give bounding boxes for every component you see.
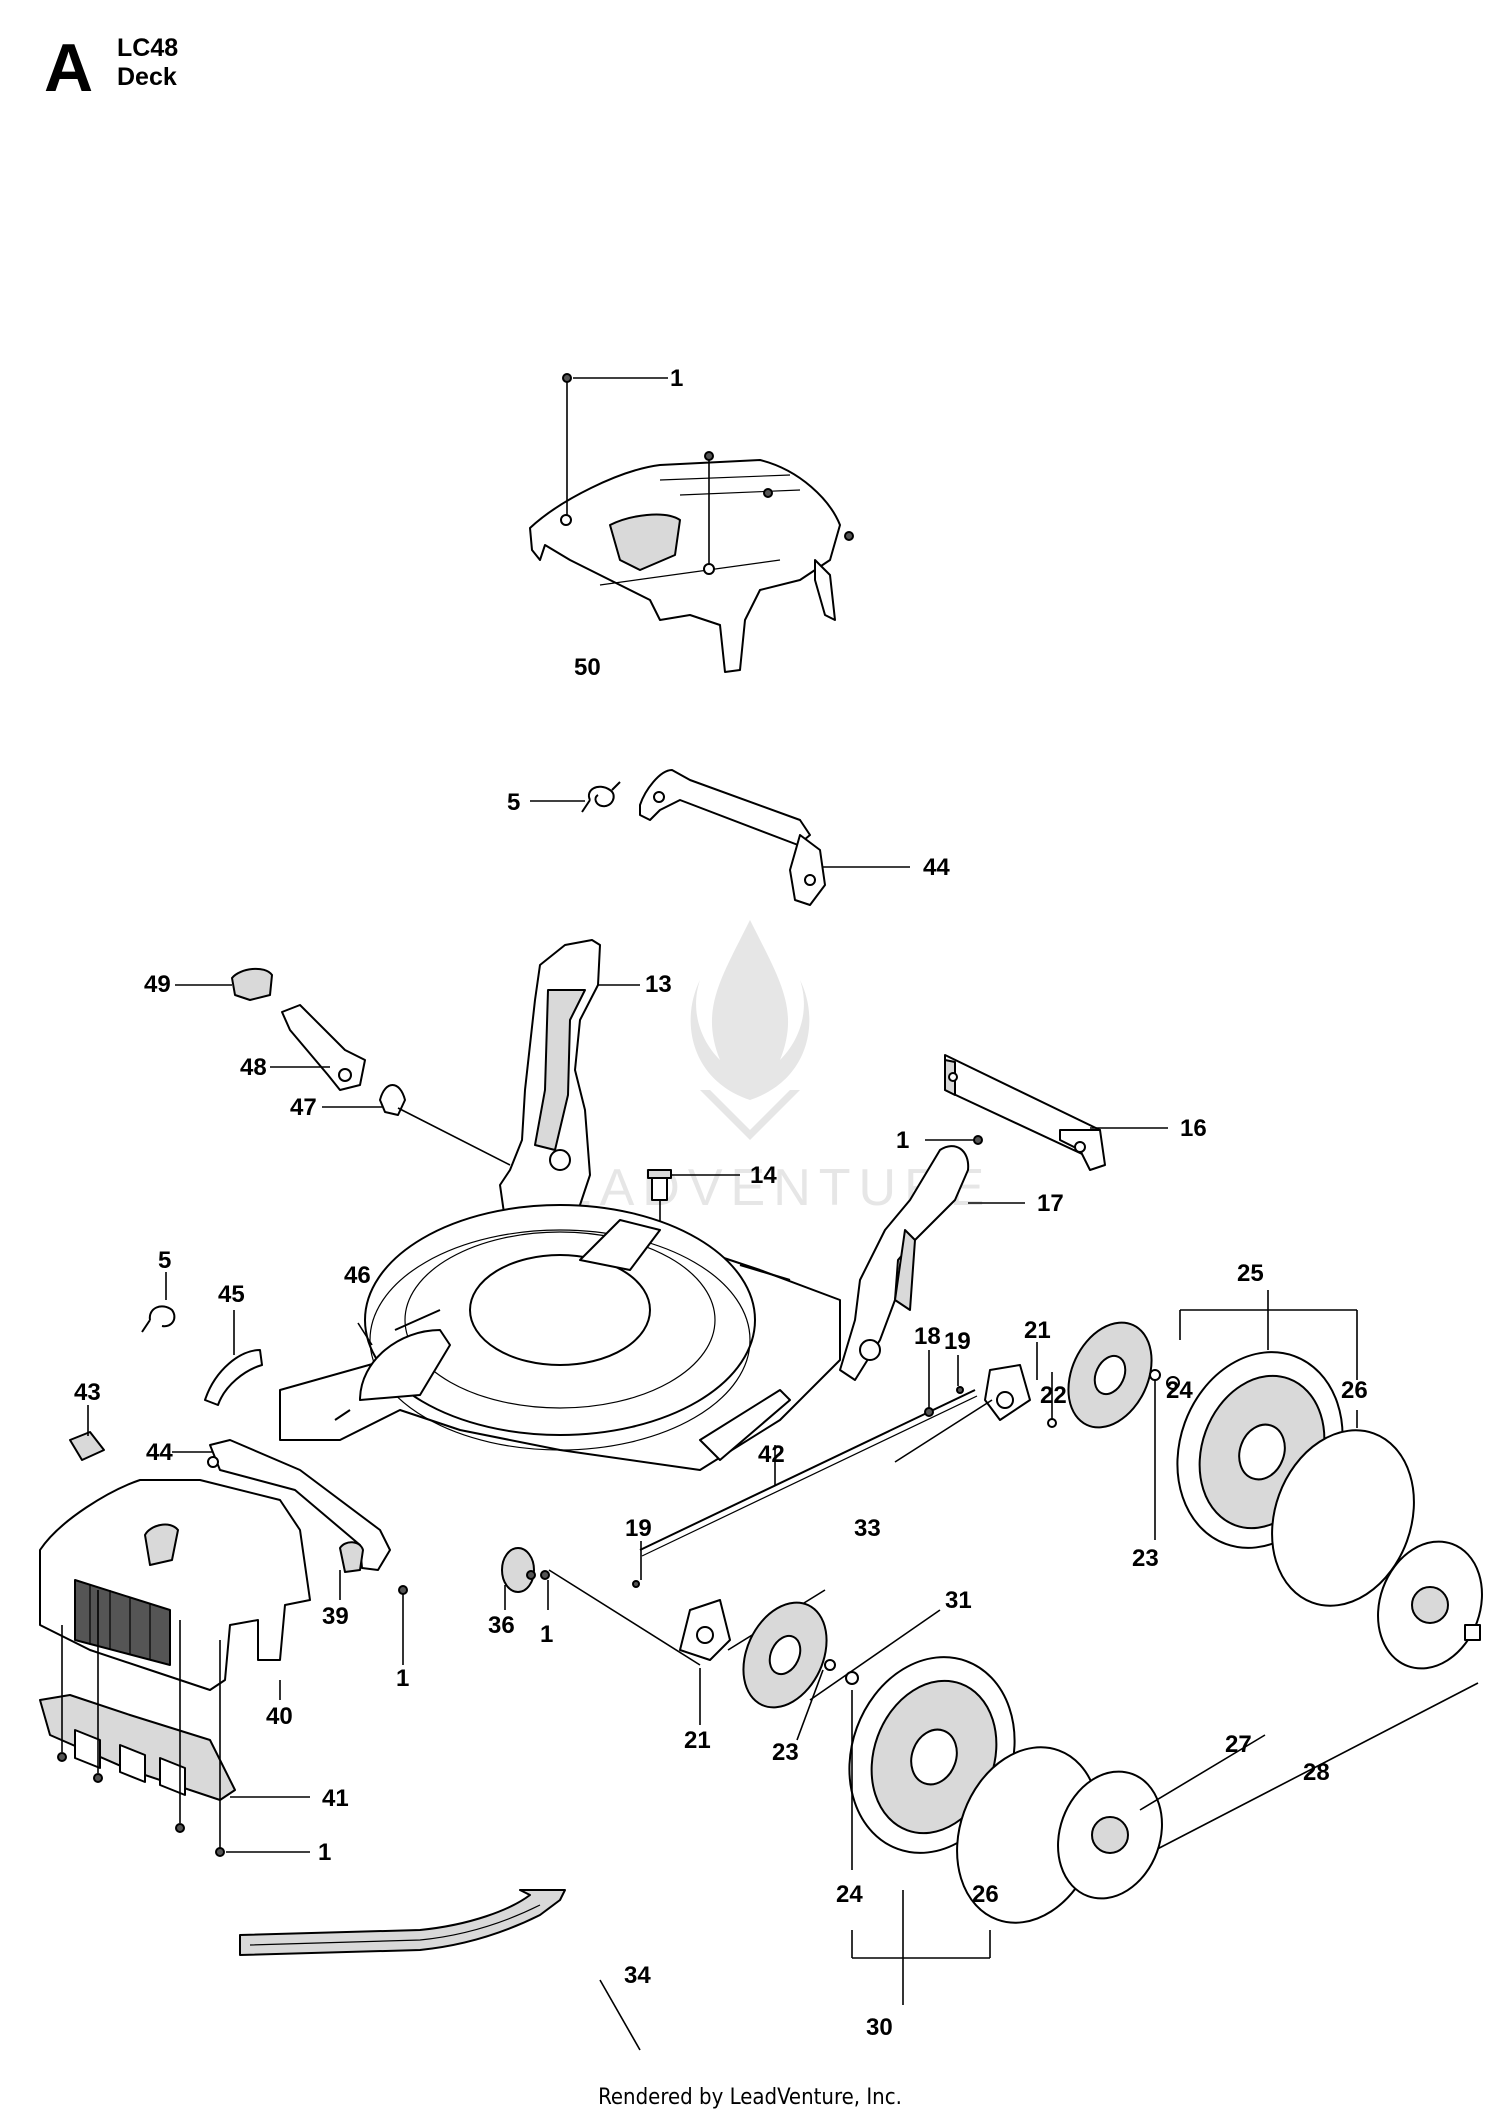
- callout-41[interactable]: 41: [322, 1785, 349, 1812]
- callout-25[interactable]: 25: [1237, 1260, 1264, 1287]
- callout-21[interactable]: 21: [1024, 1317, 1051, 1344]
- part-43-latch[interactable]: [69, 1405, 105, 1461]
- screws-1-top[interactable]: [562, 373, 854, 565]
- callout-40[interactable]: 40: [266, 1703, 293, 1730]
- callout-31[interactable]: 31: [945, 1587, 972, 1614]
- model-name: LC48: [117, 34, 179, 62]
- callout-24[interactable]: 24: [836, 1881, 863, 1908]
- part-27-left-hubcap[interactable]: [1041, 1734, 1266, 1913]
- footer-credit: Rendered by LeadVenture, Inc.: [598, 2085, 902, 2110]
- callout-46[interactable]: 46: [344, 1262, 371, 1289]
- callout-28[interactable]: 28: [1303, 1759, 1330, 1786]
- part-21-left-height-adjuster[interactable]: [679, 1589, 826, 1725]
- callout-14[interactable]: 14: [750, 1162, 777, 1189]
- part-33-right-wheel-hub[interactable]: [894, 1309, 1168, 1463]
- callout-1[interactable]: 1: [540, 1621, 553, 1648]
- part-18-screw[interactable]: [924, 1350, 934, 1417]
- callout-5[interactable]: 5: [507, 789, 520, 816]
- callout-27[interactable]: 27: [1225, 1731, 1252, 1758]
- callout-16[interactable]: 16: [1180, 1115, 1207, 1142]
- callout-1[interactable]: 1: [896, 1127, 909, 1154]
- part-5-spring-lower[interactable]: [141, 1272, 176, 1333]
- part-23-left-washer[interactable]: [796, 1659, 859, 1741]
- part-23-right-washer[interactable]: [1149, 1369, 1180, 1540]
- part-50-top-cover[interactable]: [529, 459, 841, 673]
- callout-19[interactable]: 19: [625, 1515, 652, 1542]
- callout-1[interactable]: 1: [396, 1665, 409, 1692]
- part-48-lever[interactable]: [270, 1004, 366, 1091]
- callout-43[interactable]: 43: [74, 1379, 101, 1406]
- part-42-axle[interactable]: [639, 1389, 978, 1557]
- callout-33[interactable]: 33: [854, 1515, 881, 1542]
- callout-18[interactable]: 18: [914, 1323, 941, 1350]
- part-19-pin-upper[interactable]: [956, 1355, 964, 1394]
- part-47-clip[interactable]: [322, 1084, 511, 1166]
- callout-26[interactable]: 26: [972, 1881, 999, 1908]
- part-22-washer[interactable]: [1047, 1372, 1057, 1428]
- screws-1-deck-front[interactable]: [398, 1569, 701, 1666]
- screw-1-rear-bar[interactable]: [925, 1135, 983, 1145]
- part-40-front-cover[interactable]: [39, 1479, 311, 1700]
- callout-44[interactable]: 44: [146, 1439, 173, 1466]
- callout-39[interactable]: 39: [322, 1603, 349, 1630]
- part-13-left-bracket[interactable]: [499, 939, 640, 1231]
- section-title: Deck: [117, 63, 177, 91]
- part-45-deflector-clip[interactable]: [204, 1310, 263, 1406]
- callout-49[interactable]: 49: [144, 971, 171, 998]
- part-17-right-bracket[interactable]: [839, 1145, 1025, 1381]
- callout-5[interactable]: 5: [158, 1247, 171, 1274]
- callout-23[interactable]: 23: [1132, 1545, 1159, 1572]
- callout-47[interactable]: 47: [290, 1094, 317, 1121]
- callout-34[interactable]: 34: [624, 1962, 651, 1989]
- callout-21[interactable]: 21: [684, 1727, 711, 1754]
- callout-13[interactable]: 13: [645, 971, 672, 998]
- part-26-right-tire-ring[interactable]: [1248, 1410, 1437, 1626]
- callout-50[interactable]: 50: [574, 654, 601, 681]
- callout-17[interactable]: 17: [1037, 1190, 1064, 1217]
- callout-45[interactable]: 45: [218, 1281, 245, 1308]
- callout-48[interactable]: 48: [240, 1054, 267, 1081]
- callout-44[interactable]: 44: [923, 854, 950, 881]
- part-36-bracket[interactable]: [501, 1547, 535, 1610]
- part-19-pin-lower[interactable]: [632, 1541, 642, 1588]
- callout-30[interactable]: 30: [866, 2014, 893, 2041]
- callout-42[interactable]: 42: [758, 1441, 785, 1468]
- callout-22[interactable]: 22: [1040, 1382, 1067, 1409]
- part-44-front-rod[interactable]: [172, 1439, 391, 1571]
- part-28-right-bolt[interactable]: [1139, 1624, 1481, 1859]
- screws-1-front-grille[interactable]: [57, 1590, 310, 1857]
- callout-36[interactable]: 36: [488, 1612, 515, 1639]
- part-31-left-wheel-hub[interactable]: [727, 1589, 941, 1721]
- callout-23[interactable]: 23: [772, 1739, 799, 1766]
- callout-1[interactable]: 1: [670, 365, 683, 392]
- section-letter: A: [44, 30, 94, 106]
- part-44-rear-rod[interactable]: [639, 769, 910, 906]
- part-41-grille[interactable]: [39, 1694, 310, 1801]
- part-46-deck[interactable]: [279, 1204, 841, 1471]
- part-21-right-height-adjuster[interactable]: [984, 1342, 1038, 1421]
- part-49-knob[interactable]: [175, 967, 273, 1001]
- callout-19[interactable]: 19: [944, 1328, 971, 1355]
- part-39-bushing[interactable]: [339, 1541, 364, 1600]
- part-34-skirt-strip[interactable]: [239, 1889, 641, 2051]
- callout-labels: 1 50 5 44 49 13 48 47 1 16 14 17 5 45 46…: [74, 365, 1368, 2041]
- callout-24[interactable]: 24: [1166, 1377, 1193, 1404]
- part-5-spring-upper[interactable]: [530, 781, 621, 813]
- part-16-rear-bar[interactable]: [944, 1054, 1168, 1171]
- callout-26[interactable]: 26: [1341, 1377, 1368, 1404]
- part-27-right-hubcap[interactable]: [1361, 1527, 1499, 1683]
- callout-1[interactable]: 1: [318, 1839, 331, 1866]
